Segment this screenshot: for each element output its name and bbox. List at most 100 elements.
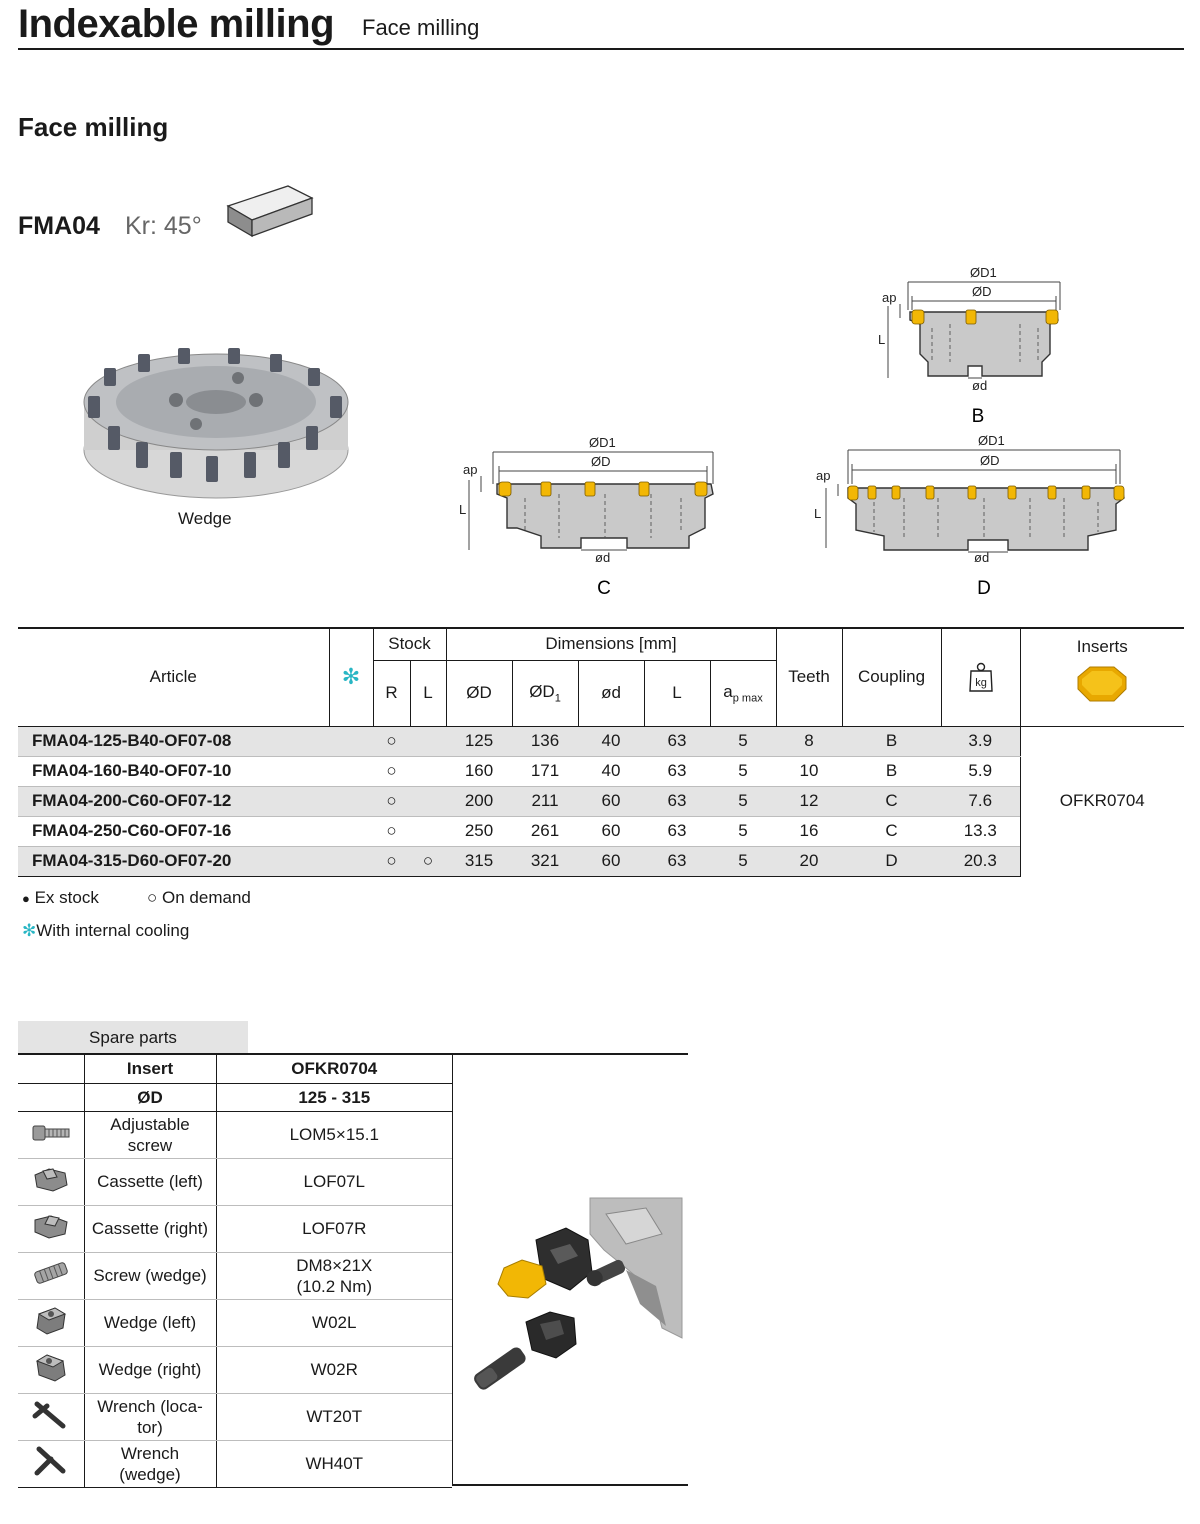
- weight-cell: 7.6: [941, 786, 1020, 817]
- header-bore: ød: [577, 660, 644, 726]
- part-name: Cassette (left): [97, 1172, 203, 1191]
- teeth-cell: 16: [776, 816, 842, 847]
- spare-part-row: Screw (wedge) DM8×21X(10.2 Nm): [18, 1252, 452, 1300]
- table-row: FMA04-200-C60-OF07-12 ○ 200 211 60 63 5 …: [18, 786, 1184, 817]
- d1-cell: 321: [512, 846, 578, 877]
- page-title: Indexable milling: [18, 2, 335, 46]
- spare-part-row: Wrench(wedge) WH40T: [18, 1440, 452, 1488]
- teeth-cell: 8: [776, 726, 842, 757]
- coupling-cell: D: [842, 846, 941, 877]
- header-dimensions: Dimensions [mm]: [445, 628, 776, 661]
- part-name: Wedge (right): [98, 1360, 202, 1379]
- table-row: FMA04-315-D60-OF07-20 ○ ○ 315 321 60 63 …: [18, 846, 1184, 877]
- bore-cell: 60: [578, 786, 644, 817]
- diagram-c-ap-label: ap: [463, 462, 477, 477]
- part-value: W02L: [312, 1313, 357, 1332]
- svg-text:kg: kg: [975, 677, 987, 689]
- ap-cell: 5: [710, 846, 776, 877]
- diagram-c-d1-label: ØD1: [589, 435, 616, 450]
- l-cell: 63: [644, 786, 710, 817]
- l-cell: 63: [644, 726, 710, 757]
- header-inserts: Inserts: [1019, 628, 1184, 726]
- part-name: Screw (wedge): [93, 1266, 207, 1285]
- torx-wrench-icon: [32, 1401, 66, 1429]
- cassette-right-icon: [34, 1215, 68, 1239]
- legend-cooling: ✻With internal cooling: [22, 921, 189, 941]
- weight-icon: kg: [968, 663, 993, 692]
- part-name: Adjustable: [110, 1114, 190, 1134]
- header-article: Article: [149, 667, 197, 687]
- diagram-c-d-label: ØD: [591, 454, 611, 469]
- diagram-d-type: D: [977, 578, 991, 599]
- stock-r-cell: ○: [373, 846, 410, 877]
- diagram-d-d1-label: ØD1: [978, 433, 1005, 448]
- d-cell: 315: [446, 846, 512, 877]
- weight-cell: 13.3: [941, 816, 1020, 847]
- diagram-b-d-label: ØD: [972, 284, 992, 299]
- diameter-label: ØD: [84, 1083, 217, 1112]
- bore-cell: 60: [578, 816, 644, 847]
- legend-on-demand: ○ On demand: [147, 888, 251, 908]
- insert-label: Insert: [84, 1055, 217, 1084]
- d-cell: 125: [446, 726, 512, 757]
- part-value: WT20T: [306, 1407, 363, 1426]
- diagram-d-bore-label: ød: [974, 550, 989, 565]
- part-value: WH40T: [305, 1454, 364, 1473]
- screw-icon: [32, 1125, 70, 1141]
- header-stock-r: R: [372, 660, 410, 726]
- part-value: W02R: [310, 1360, 358, 1379]
- part-value: LOF07L: [303, 1172, 365, 1191]
- stock-r-cell: ○: [373, 726, 410, 757]
- spare-part-row: Cassette (left) LOF07L: [18, 1158, 452, 1206]
- article-cell: FMA04-200-C60-OF07-12: [18, 786, 329, 817]
- diagram-d-d-label: ØD: [980, 453, 1000, 468]
- header-divider: [18, 48, 1184, 50]
- legend-ex-stock: ● Ex stock: [22, 888, 99, 908]
- header-d: ØD: [445, 660, 512, 726]
- d-cell: 160: [446, 756, 512, 787]
- article-cell: FMA04-125-B40-OF07-08: [18, 726, 329, 757]
- photo-caption: Wedge: [178, 509, 232, 528]
- inserts-label: Inserts: [1076, 637, 1128, 656]
- header-d1: ØD1: [511, 660, 578, 726]
- coupling-cell: C: [842, 786, 941, 817]
- stock-l-cell: [410, 816, 446, 847]
- d1-cell: 136: [512, 726, 578, 757]
- part-name: Wrench (loca-: [97, 1396, 203, 1416]
- bore-cell: 40: [578, 756, 644, 787]
- l-cell: 63: [644, 846, 710, 877]
- header-cooling: ✻: [328, 628, 373, 726]
- diagram-b-l-label: L: [878, 332, 885, 347]
- d-cell: 250: [446, 816, 512, 847]
- page-subtitle: Face milling: [362, 15, 480, 40]
- exploded-assembly-illustration: [474, 1197, 683, 1390]
- l-cell: 63: [644, 756, 710, 787]
- stock-r-cell: ○: [373, 816, 410, 847]
- diameter-value: 125 - 315: [216, 1083, 452, 1112]
- spare-part-row: Wedge (left) W02L: [18, 1299, 452, 1347]
- ap-cell: 5: [710, 726, 776, 757]
- part-name: Wedge (left): [103, 1313, 197, 1332]
- header-coupling: Coupling: [841, 628, 941, 726]
- stock-l-cell: ○: [410, 846, 446, 877]
- part-name: Wrench: [120, 1443, 180, 1463]
- bore-cell: 40: [578, 726, 644, 757]
- teeth-cell: 10: [776, 756, 842, 787]
- part-value: LOM5×15.1: [289, 1125, 379, 1144]
- article-cell: FMA04-160-B40-OF07-10: [18, 756, 329, 787]
- weight-cell: 20.3: [941, 846, 1020, 877]
- stock-r-cell: ○: [373, 756, 410, 787]
- coupling-cell: B: [842, 726, 941, 757]
- bore-cell: 60: [578, 846, 644, 877]
- part-value: DM8×21X: [296, 1255, 373, 1275]
- spare-part-row: Wrench (loca-tor) WT20T: [18, 1393, 452, 1441]
- diagram-d-l-label: L: [814, 506, 821, 521]
- diagram-c-bore-label: ød: [595, 550, 610, 565]
- table-row: FMA04-250-C60-OF07-16 ○ 250 261 60 63 5 …: [18, 816, 1184, 847]
- insert-octagon-icon: [1077, 666, 1127, 702]
- teeth-cell: 20: [776, 846, 842, 877]
- diagram-b-type: B: [972, 406, 985, 422]
- diagram-c-l-label: L: [459, 502, 466, 517]
